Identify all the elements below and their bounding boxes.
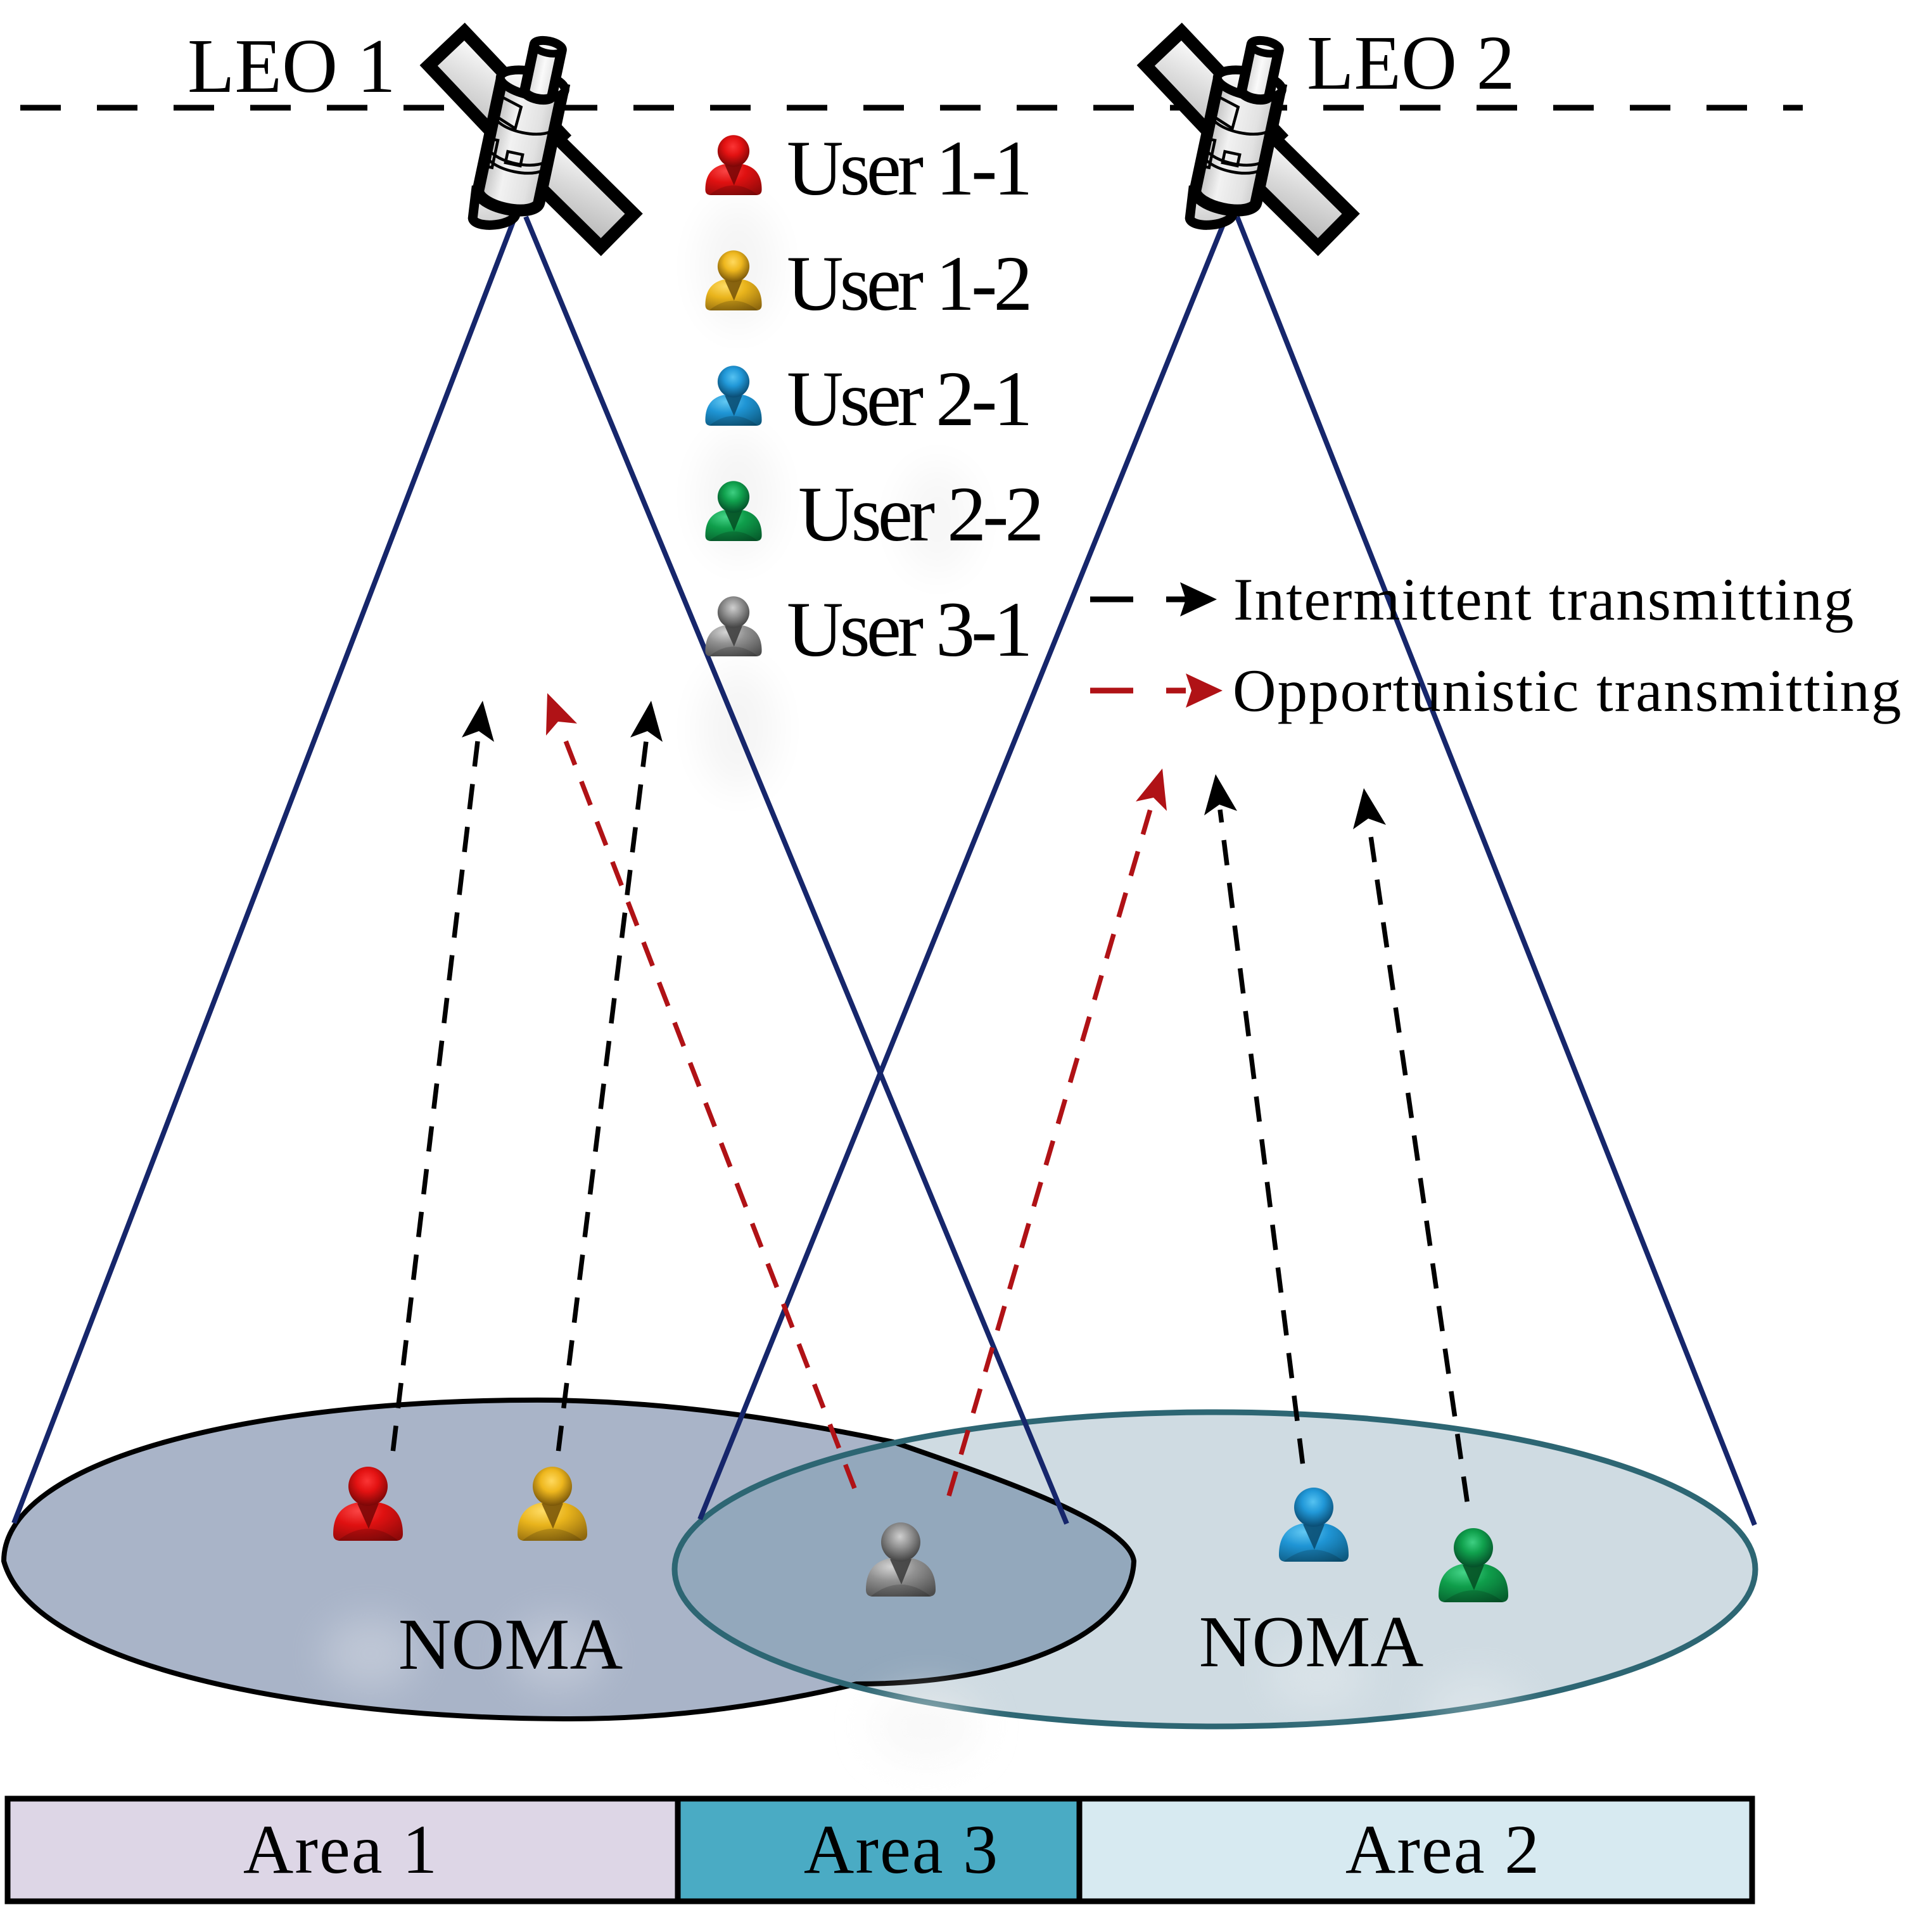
svg-text:Area 2: Area 2 xyxy=(1345,1811,1541,1888)
svg-text:LEO 1: LEO 1 xyxy=(187,23,396,109)
svg-text:Area 3: Area 3 xyxy=(804,1811,999,1888)
svg-text:User 3-1: User 3-1 xyxy=(787,586,1029,673)
svg-text:Area 1: Area 1 xyxy=(243,1811,438,1888)
svg-text:NOMA: NOMA xyxy=(398,1604,623,1685)
svg-text:User 2-2: User 2-2 xyxy=(798,471,1040,558)
svg-text:Intermittent transmitting: Intermittent transmitting xyxy=(1233,566,1855,633)
svg-text:Opportunistic transmitting: Opportunistic transmitting xyxy=(1233,657,1902,724)
svg-text:User 1-2: User 1-2 xyxy=(787,240,1029,327)
svg-text:User 1-1: User 1-1 xyxy=(787,125,1029,212)
svg-text:NOMA: NOMA xyxy=(1199,1602,1423,1683)
svg-text:LEO 2: LEO 2 xyxy=(1307,20,1515,106)
svg-text:User 2-1: User 2-1 xyxy=(787,355,1029,442)
